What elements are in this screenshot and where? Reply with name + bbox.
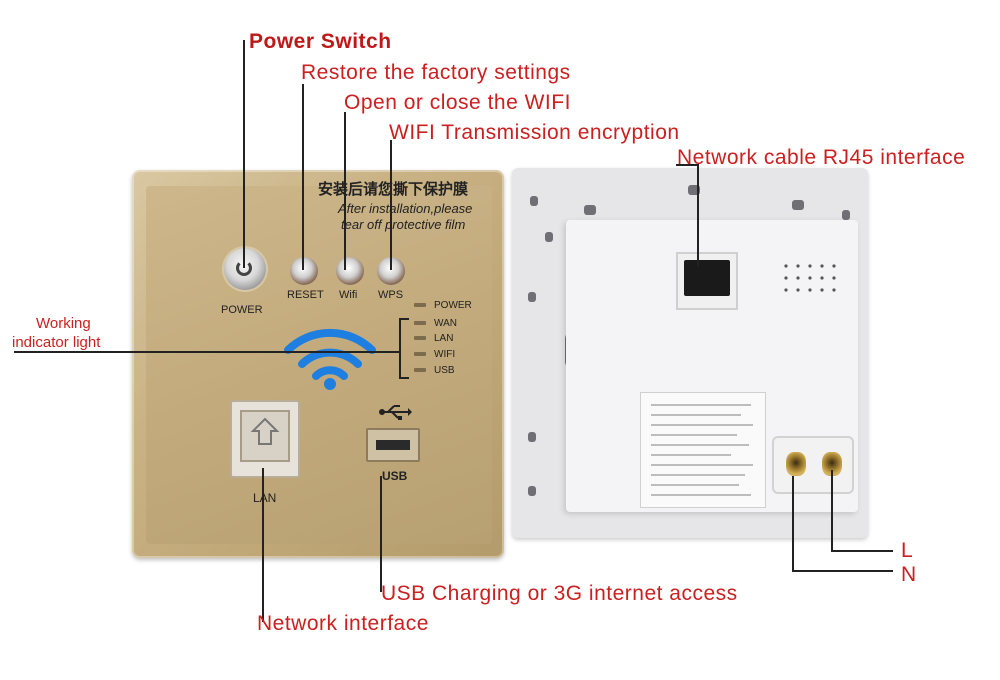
usb-port-tongue <box>376 440 410 450</box>
terminal-block <box>772 436 854 494</box>
mount-slot <box>528 486 536 496</box>
leader-line-n-horizontal <box>792 570 893 572</box>
mount-slot <box>530 196 538 206</box>
wifi-button[interactable] <box>336 257 364 285</box>
callout-usb-charging: USB Charging or 3G internet access <box>381 582 738 605</box>
spec-label-sticker <box>640 392 766 508</box>
led-label-usb: USB <box>434 365 455 376</box>
usb-port[interactable] <box>366 428 420 462</box>
callout-rj45: Network cable RJ45 interface <box>677 146 966 169</box>
leader-line-l-vertical <box>831 470 833 552</box>
led-usb <box>414 368 426 372</box>
callout-wifi-toggle: Open or close the WIFI <box>344 91 571 114</box>
english-label-line2: tear off protective film <box>341 217 466 232</box>
leader-line-power <box>243 40 245 268</box>
leader-line-wps <box>390 140 392 270</box>
led-wifi <box>414 352 426 356</box>
mount-slot <box>545 232 553 242</box>
power-button-label: POWER <box>221 304 263 316</box>
callout-terminal-l: L <box>901 539 914 562</box>
leader-bracket-bottom <box>399 377 409 379</box>
leader-line-reset <box>302 84 304 270</box>
mount-slot <box>528 292 536 302</box>
led-label-lan: LAN <box>434 333 454 344</box>
leader-line-rj45 <box>676 164 698 166</box>
leader-bracket-top <box>399 318 409 320</box>
leader-line-wifi <box>344 112 346 270</box>
leader-line-l-horizontal <box>831 550 893 552</box>
mount-slot <box>528 432 536 442</box>
lan-icon <box>250 417 280 445</box>
led-power <box>414 303 426 307</box>
power-icon <box>236 260 252 276</box>
led-label-power: POWER <box>434 300 472 311</box>
mount-slot <box>792 200 804 210</box>
callout-network-interface: Network interface <box>257 612 429 635</box>
lan-port[interactable] <box>230 400 300 478</box>
english-label-line1: After installation,please <box>338 201 473 216</box>
callout-wps: WIFI Transmission encryption <box>389 121 680 144</box>
usb-icon <box>379 405 412 420</box>
reset-button-label: RESET <box>287 289 324 301</box>
lan-port-opening <box>240 410 290 462</box>
leader-line-indicator <box>14 351 400 353</box>
callout-working-light-line1: Working <box>36 315 91 332</box>
mount-slot <box>584 205 596 215</box>
rj45-port[interactable] <box>676 252 738 310</box>
led-label-wifi: WIFI <box>434 349 456 360</box>
led-label-wan: WAN <box>434 318 457 329</box>
wifi-button-label: Wifi <box>339 289 358 301</box>
terminal-screw-l[interactable] <box>786 452 806 476</box>
terminal-screw-n[interactable] <box>822 452 842 476</box>
leader-bracket-vertical <box>399 318 401 378</box>
led-lan <box>414 336 426 340</box>
front-panel-face <box>146 186 492 544</box>
callout-terminal-n: N <box>901 563 917 586</box>
callout-working-light-line2: indicator light <box>12 334 101 351</box>
leader-line-rj45-vertical <box>697 164 699 266</box>
chinese-label: 安装后请您撕下保护膜 <box>318 180 469 198</box>
vent-holes <box>784 264 836 292</box>
leader-line-lan <box>262 468 264 622</box>
wifi-icon <box>284 328 376 390</box>
leader-line-n-vertical <box>792 476 794 572</box>
led-wan <box>414 321 426 325</box>
usb-port-label: USB <box>382 469 408 483</box>
lan-port-label: LAN <box>253 491 277 505</box>
mount-slot <box>688 185 700 195</box>
callout-restore-factory: Restore the factory settings <box>301 61 571 84</box>
mount-slot <box>842 210 850 220</box>
rj45-opening <box>684 260 730 296</box>
leader-line-usb <box>380 476 382 592</box>
callout-power-switch: Power Switch <box>249 30 392 53</box>
wps-button-label: WPS <box>378 289 404 301</box>
spec-label-lines <box>651 404 753 496</box>
reset-button[interactable] <box>290 257 318 285</box>
